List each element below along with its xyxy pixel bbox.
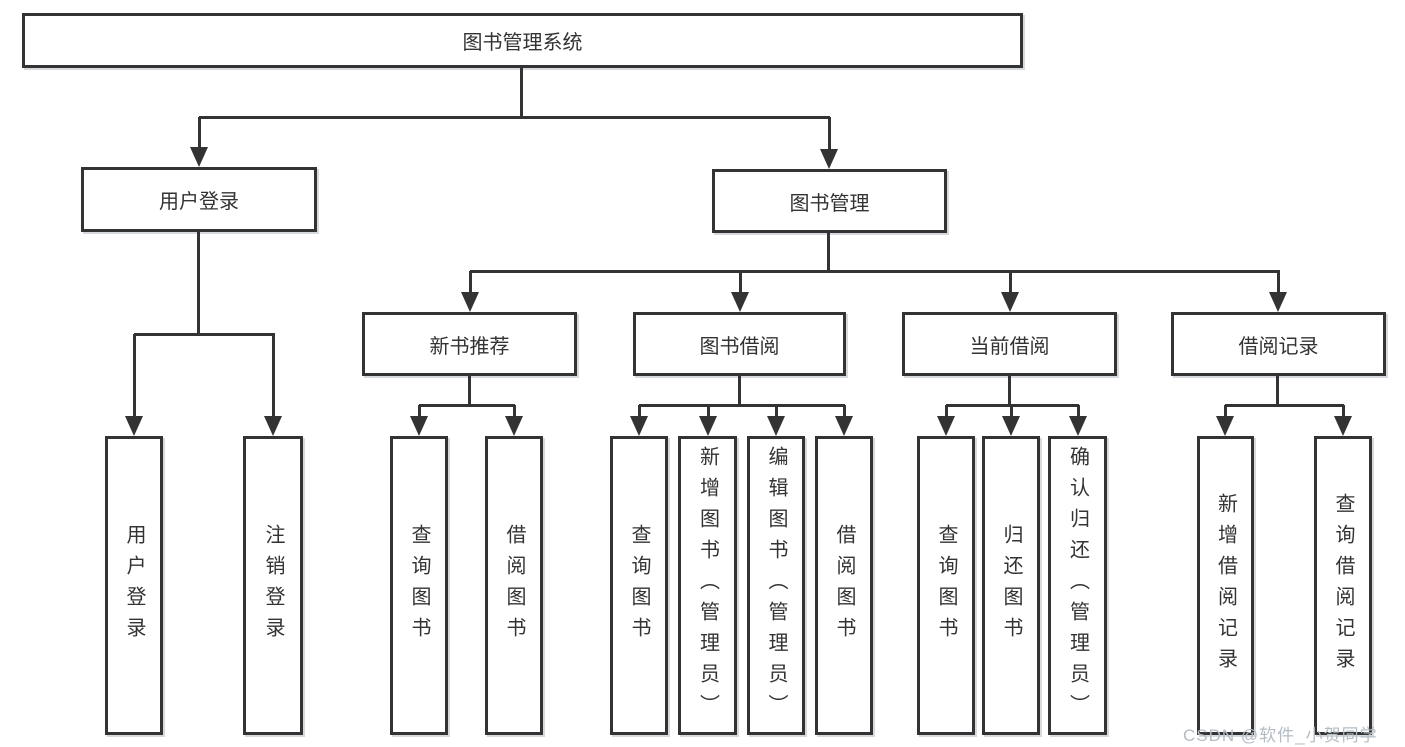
leaf-label: 查询图书 (408, 523, 430, 648)
leaf-label: 用户登录 (123, 523, 145, 648)
leaf-label: 借阅图书 (503, 523, 525, 648)
arrow-down-icon (835, 405, 853, 436)
leaf-borrow-edit-books-admin: 编辑图书（管理员） (747, 436, 805, 735)
leaf-records-query-record: 查询借阅记录 (1314, 436, 1372, 735)
arrow-down-icon (731, 271, 749, 312)
node-label: 当前借阅 (969, 335, 1050, 358)
leaf-label: 确认归还（管理员） (1066, 446, 1089, 725)
leaf-current-return-books: 归还图书 (982, 436, 1040, 735)
leaf-label: 查询图书 (935, 523, 957, 648)
leaf-label: 归还图书 (1000, 523, 1022, 648)
leaf-user-login: 用户登录 (105, 436, 163, 735)
leaf-records-add-record: 新增借阅记录 (1197, 436, 1254, 735)
node-user-login: 用户登录 (81, 167, 317, 232)
arrow-down-icon (410, 405, 428, 436)
node-book-borrowing: 图书借阅 (633, 312, 846, 376)
arrow-down-icon (767, 405, 785, 436)
node-label: 新书推荐 (429, 335, 510, 358)
node-label: 图书管理系统 (462, 32, 583, 54)
connector-book-management-stem (827, 233, 830, 272)
leaf-current-confirm-return-admin: 确认归还（管理员） (1048, 436, 1107, 735)
arrow-down-icon (937, 405, 955, 436)
connector-user-login-stem (197, 232, 200, 335)
node-book-management: 图书管理 (712, 169, 947, 233)
connector-borrow-bar (639, 404, 845, 407)
arrow-down-icon (1002, 405, 1020, 436)
arrow-down-icon (1001, 271, 1019, 312)
leaf-label: 新增图书（管理员） (696, 446, 719, 725)
arrow-down-icon (1334, 405, 1352, 436)
watermark: CSDN @软件_小贺同学 (1183, 726, 1378, 745)
leaf-borrow-borrow-books: 借阅图书 (815, 436, 873, 735)
arrow-down-icon (505, 405, 523, 436)
arrow-down-icon (1216, 405, 1234, 436)
connector-root-stem (520, 68, 523, 118)
node-label: 用户登录 (159, 191, 239, 213)
leaf-recommend-borrow-books: 借阅图书 (485, 436, 543, 735)
connector-records-stem (1276, 376, 1279, 407)
node-label: 图书借阅 (699, 335, 780, 358)
connector-recommend-stem (468, 376, 471, 407)
connector-level2-bar (470, 270, 1280, 273)
node-current-borrowing: 当前借阅 (902, 312, 1117, 376)
arrow-down-icon (190, 117, 208, 167)
node-library-system: 图书管理系统 (22, 13, 1023, 68)
connector-level1-bar (199, 116, 830, 119)
arrow-down-icon (1269, 271, 1287, 312)
arrow-down-icon (461, 271, 479, 312)
leaf-label: 编辑图书（管理员） (765, 446, 787, 725)
connector-user-login-bar (134, 333, 275, 336)
connector-records-bar (1225, 404, 1344, 407)
arrow-down-icon (1069, 405, 1087, 436)
leaf-label: 注销登录 (262, 523, 284, 648)
node-new-book-recommendation: 新书推荐 (362, 312, 577, 376)
leaf-borrow-add-books-admin: 新增图书（管理员） (678, 436, 737, 735)
connector-current-stem (1008, 376, 1011, 407)
connector-recommend-bar (419, 404, 515, 407)
leaf-label: 新增借阅记录 (1214, 492, 1237, 679)
node-label: 图书管理 (789, 192, 870, 215)
arrow-down-icon (125, 334, 143, 436)
arrow-down-icon (264, 334, 282, 436)
arrow-down-icon (630, 405, 648, 436)
leaf-label: 查询借阅记录 (1332, 492, 1354, 679)
node-label: 借阅记录 (1238, 335, 1319, 358)
arrow-down-icon (820, 117, 838, 169)
connector-borrow-stem (738, 376, 741, 407)
leaf-current-query-books: 查询图书 (917, 436, 975, 735)
arrow-down-icon (699, 405, 717, 436)
leaf-label: 查询图书 (628, 523, 650, 648)
leaf-label: 借阅图书 (833, 523, 855, 648)
leaf-recommend-query-books: 查询图书 (390, 436, 448, 735)
node-borrowing-records: 借阅记录 (1171, 312, 1386, 376)
leaf-logout: 注销登录 (243, 436, 303, 735)
leaf-borrow-query-books: 查询图书 (610, 436, 668, 735)
